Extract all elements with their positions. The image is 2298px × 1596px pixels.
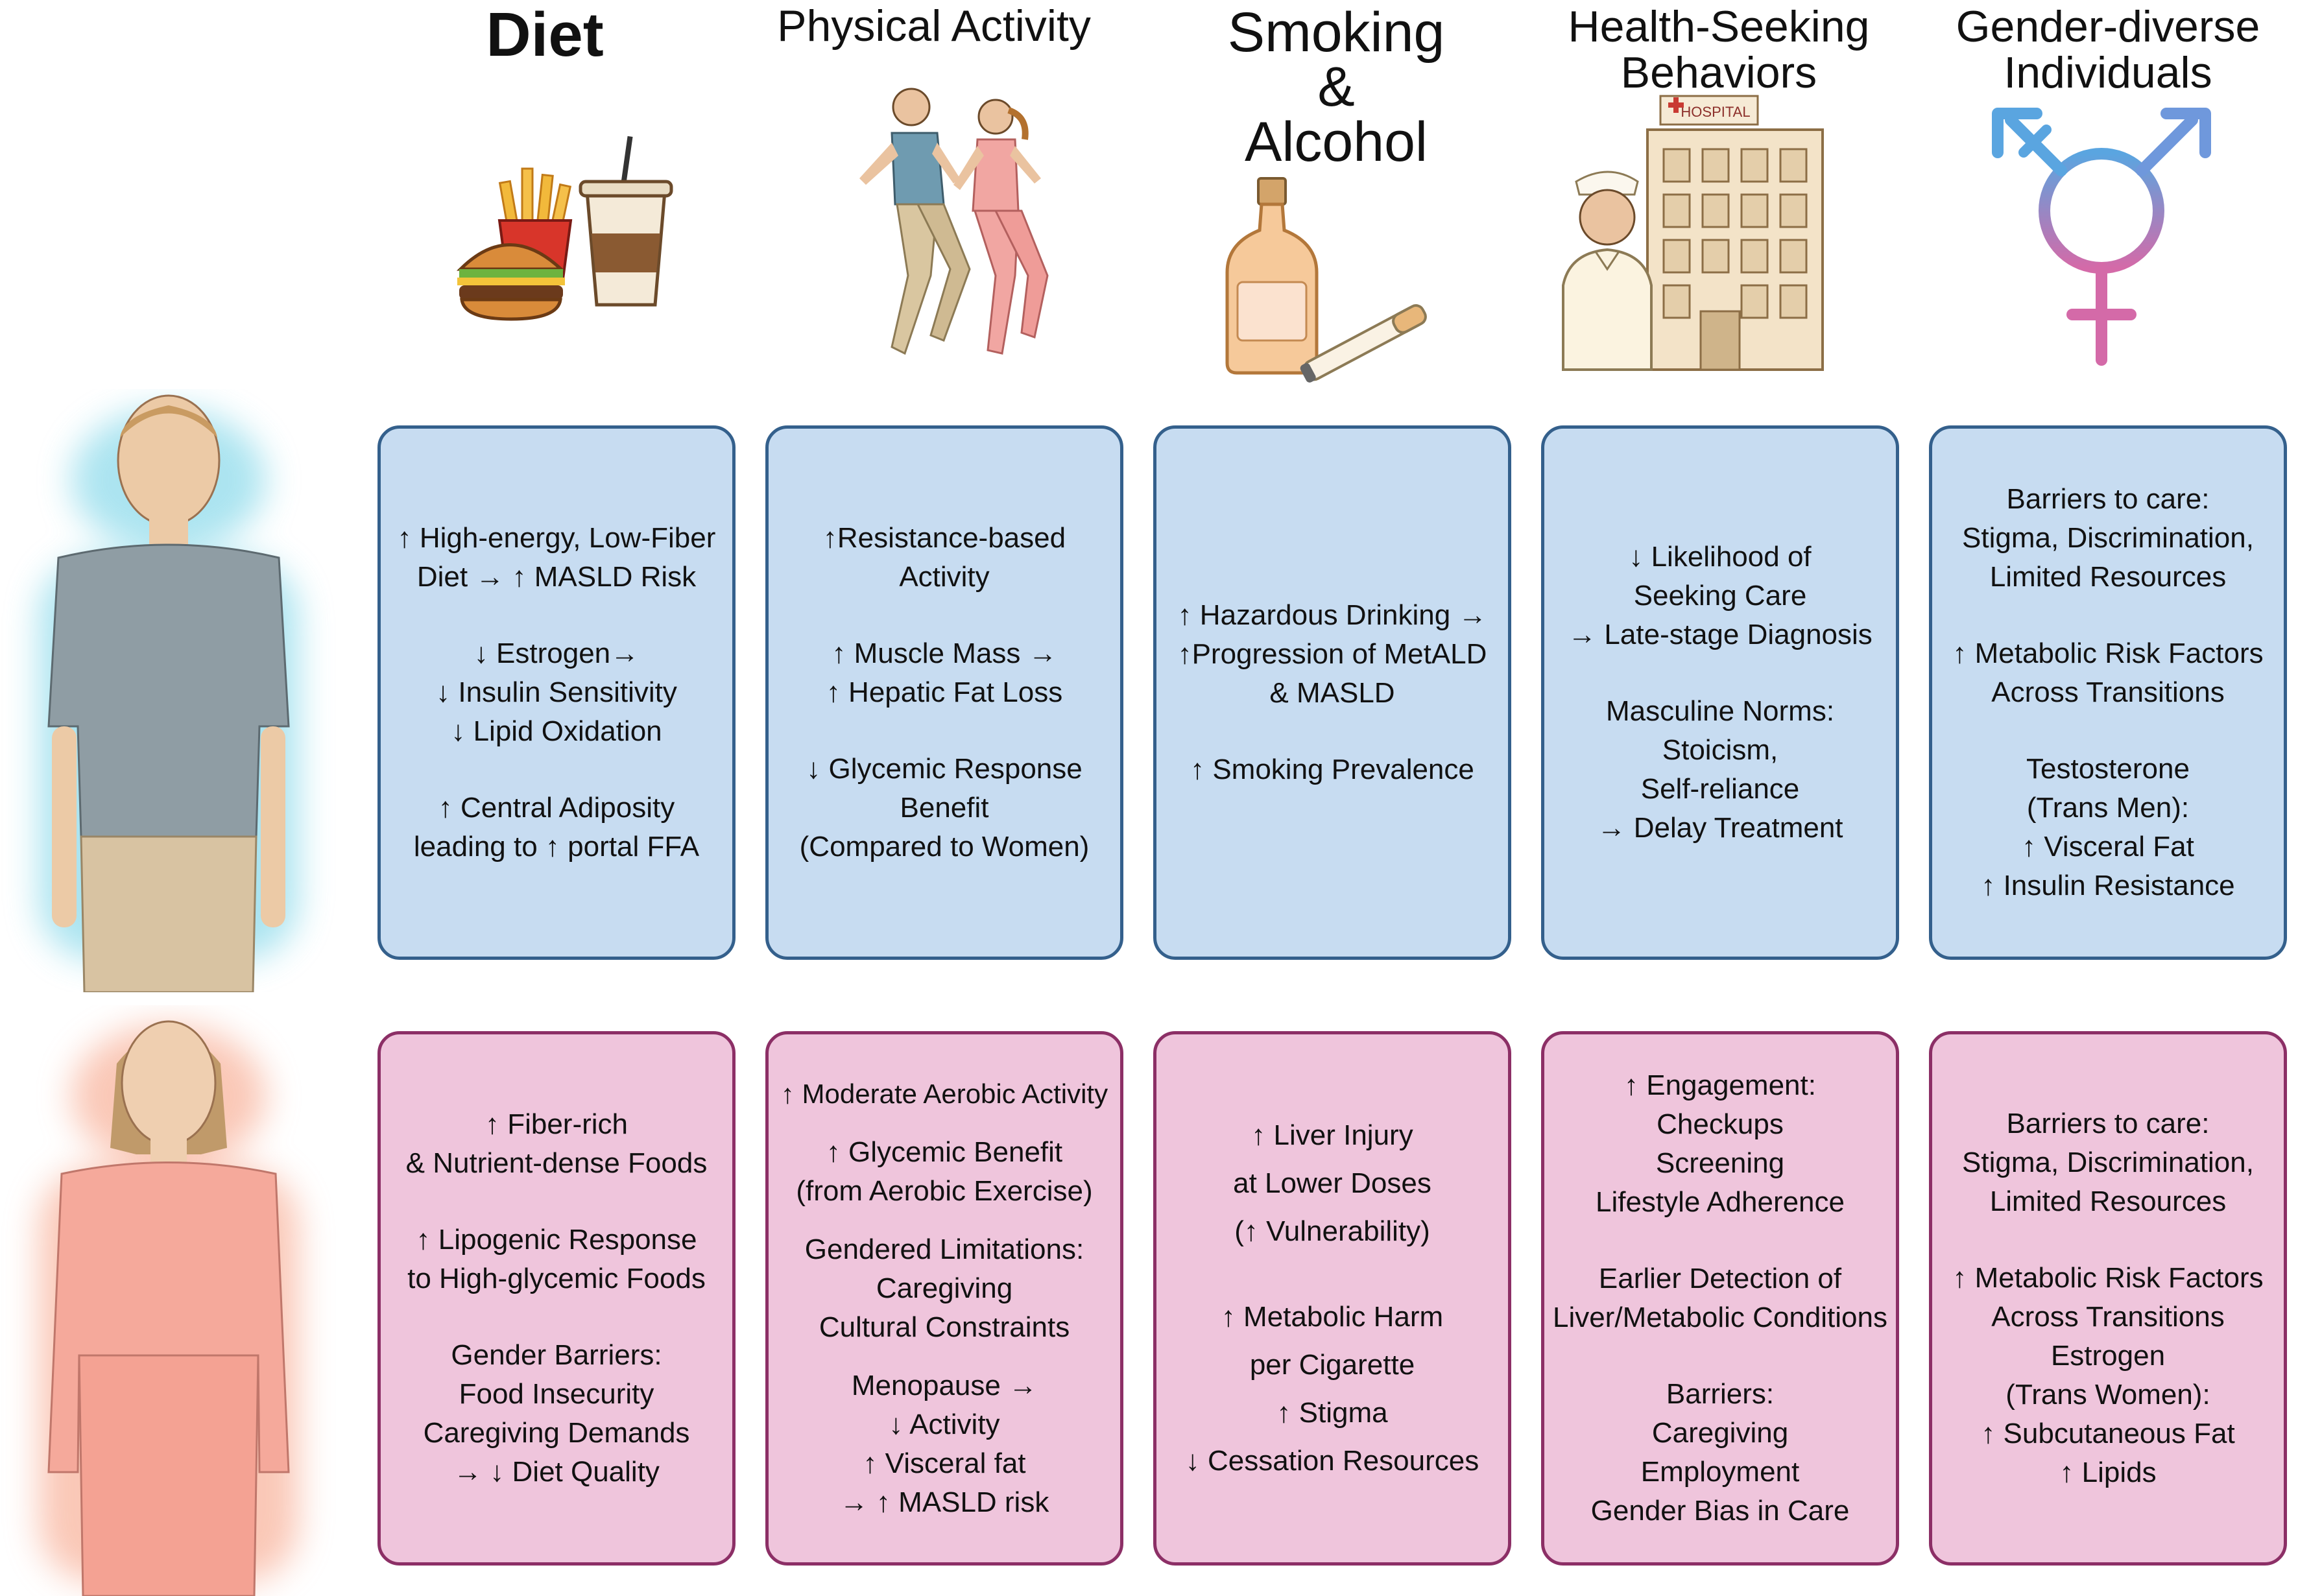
female-gd-text-1: Barriers to care:Stigma, Discrimination,… [1962, 1108, 2254, 1217]
transgender-symbol-icon [1992, 108, 2211, 366]
male-diet-text-2: ↓ Estrogen→↓ Insulin Sensitivity↓ Lipid … [436, 637, 677, 747]
title-diet: Diet [486, 0, 604, 69]
hospital-sign: HOSPITAL [1681, 104, 1750, 120]
header-smoking-alcohol: Smoking & Alcohol [1148, 0, 1524, 173]
header-diet: Diet [363, 0, 726, 66]
man-figure [39, 394, 298, 992]
female-box-physical-activity: ↑ Moderate Aerobic Activity ↑ Glycemic B… [765, 1031, 1123, 1566]
title-physical-activity: Physical Activity [777, 1, 1091, 51]
male-sa-text-1: ↑ Hazardous Drinking →↑Progression of Me… [1177, 599, 1487, 709]
running-couple-icon [859, 88, 1049, 355]
female-box-diet: ↑ Fiber-rich& Nutrient-dense Foods ↑ Lip… [377, 1031, 736, 1566]
male-gd-text-1: Barriers to care:Stigma, Discrimination,… [1962, 483, 2254, 593]
bottle-cigarette-icon [1225, 177, 1427, 383]
header-gender-diverse: Gender-diverse Individuals [1920, 0, 2296, 97]
female-box-gender-diverse: Barriers to care:Stigma, Discrimination,… [1929, 1031, 2287, 1566]
male-gd-text-3: Testosterone(Trans Men):↑ Visceral Fat↑ … [1981, 753, 2235, 901]
male-pa-text-2: ↑ Muscle Mass →↑ Hepatic Fat Loss [826, 637, 1063, 708]
male-sa-text-2: ↑ Smoking Prevalence [1190, 754, 1474, 785]
male-hs-text-2: Masculine Norms:Stoicism,Self-reliance→ … [1597, 695, 1843, 844]
hospital-nurse-icon: HOSPITAL [1562, 95, 1824, 371]
title-gender-diverse: Gender-diverse Individuals [1956, 2, 2260, 98]
male-box-gender-diverse: Barriers to care:Stigma, Discrimination,… [1929, 425, 2287, 960]
woman-figure [39, 1020, 298, 1596]
title-health-seeking: Health-Seeking Behaviors [1568, 2, 1870, 98]
male-box-smoking-alcohol: ↑ Hazardous Drinking →↑Progression of Me… [1153, 425, 1511, 960]
male-pa-text-1: ↑Resistance-based Activity [822, 522, 1066, 593]
female-pa-text-4: Menopause →↓ Activity↑ Visceral fat→ ↑ M… [839, 1370, 1049, 1518]
female-pa-text-2: ↑ Glycemic Benefit(from Aerobic Exercise… [796, 1136, 1093, 1207]
header-health-seeking: Health-Seeking Behaviors [1531, 0, 1907, 97]
header-physical-activity: Physical Activity [733, 0, 1135, 48]
fast-food-icon [456, 136, 673, 321]
male-box-physical-activity: ↑Resistance-based Activity ↑ Muscle Mass… [765, 425, 1123, 960]
female-pa-text-1: ↑ Moderate Aerobic Activity [780, 1078, 1108, 1109]
title-smoking-alcohol: Smoking & Alcohol [1227, 1, 1445, 173]
female-diet-text-1: ↑ Fiber-rich& Nutrient-dense Foods [405, 1108, 708, 1179]
